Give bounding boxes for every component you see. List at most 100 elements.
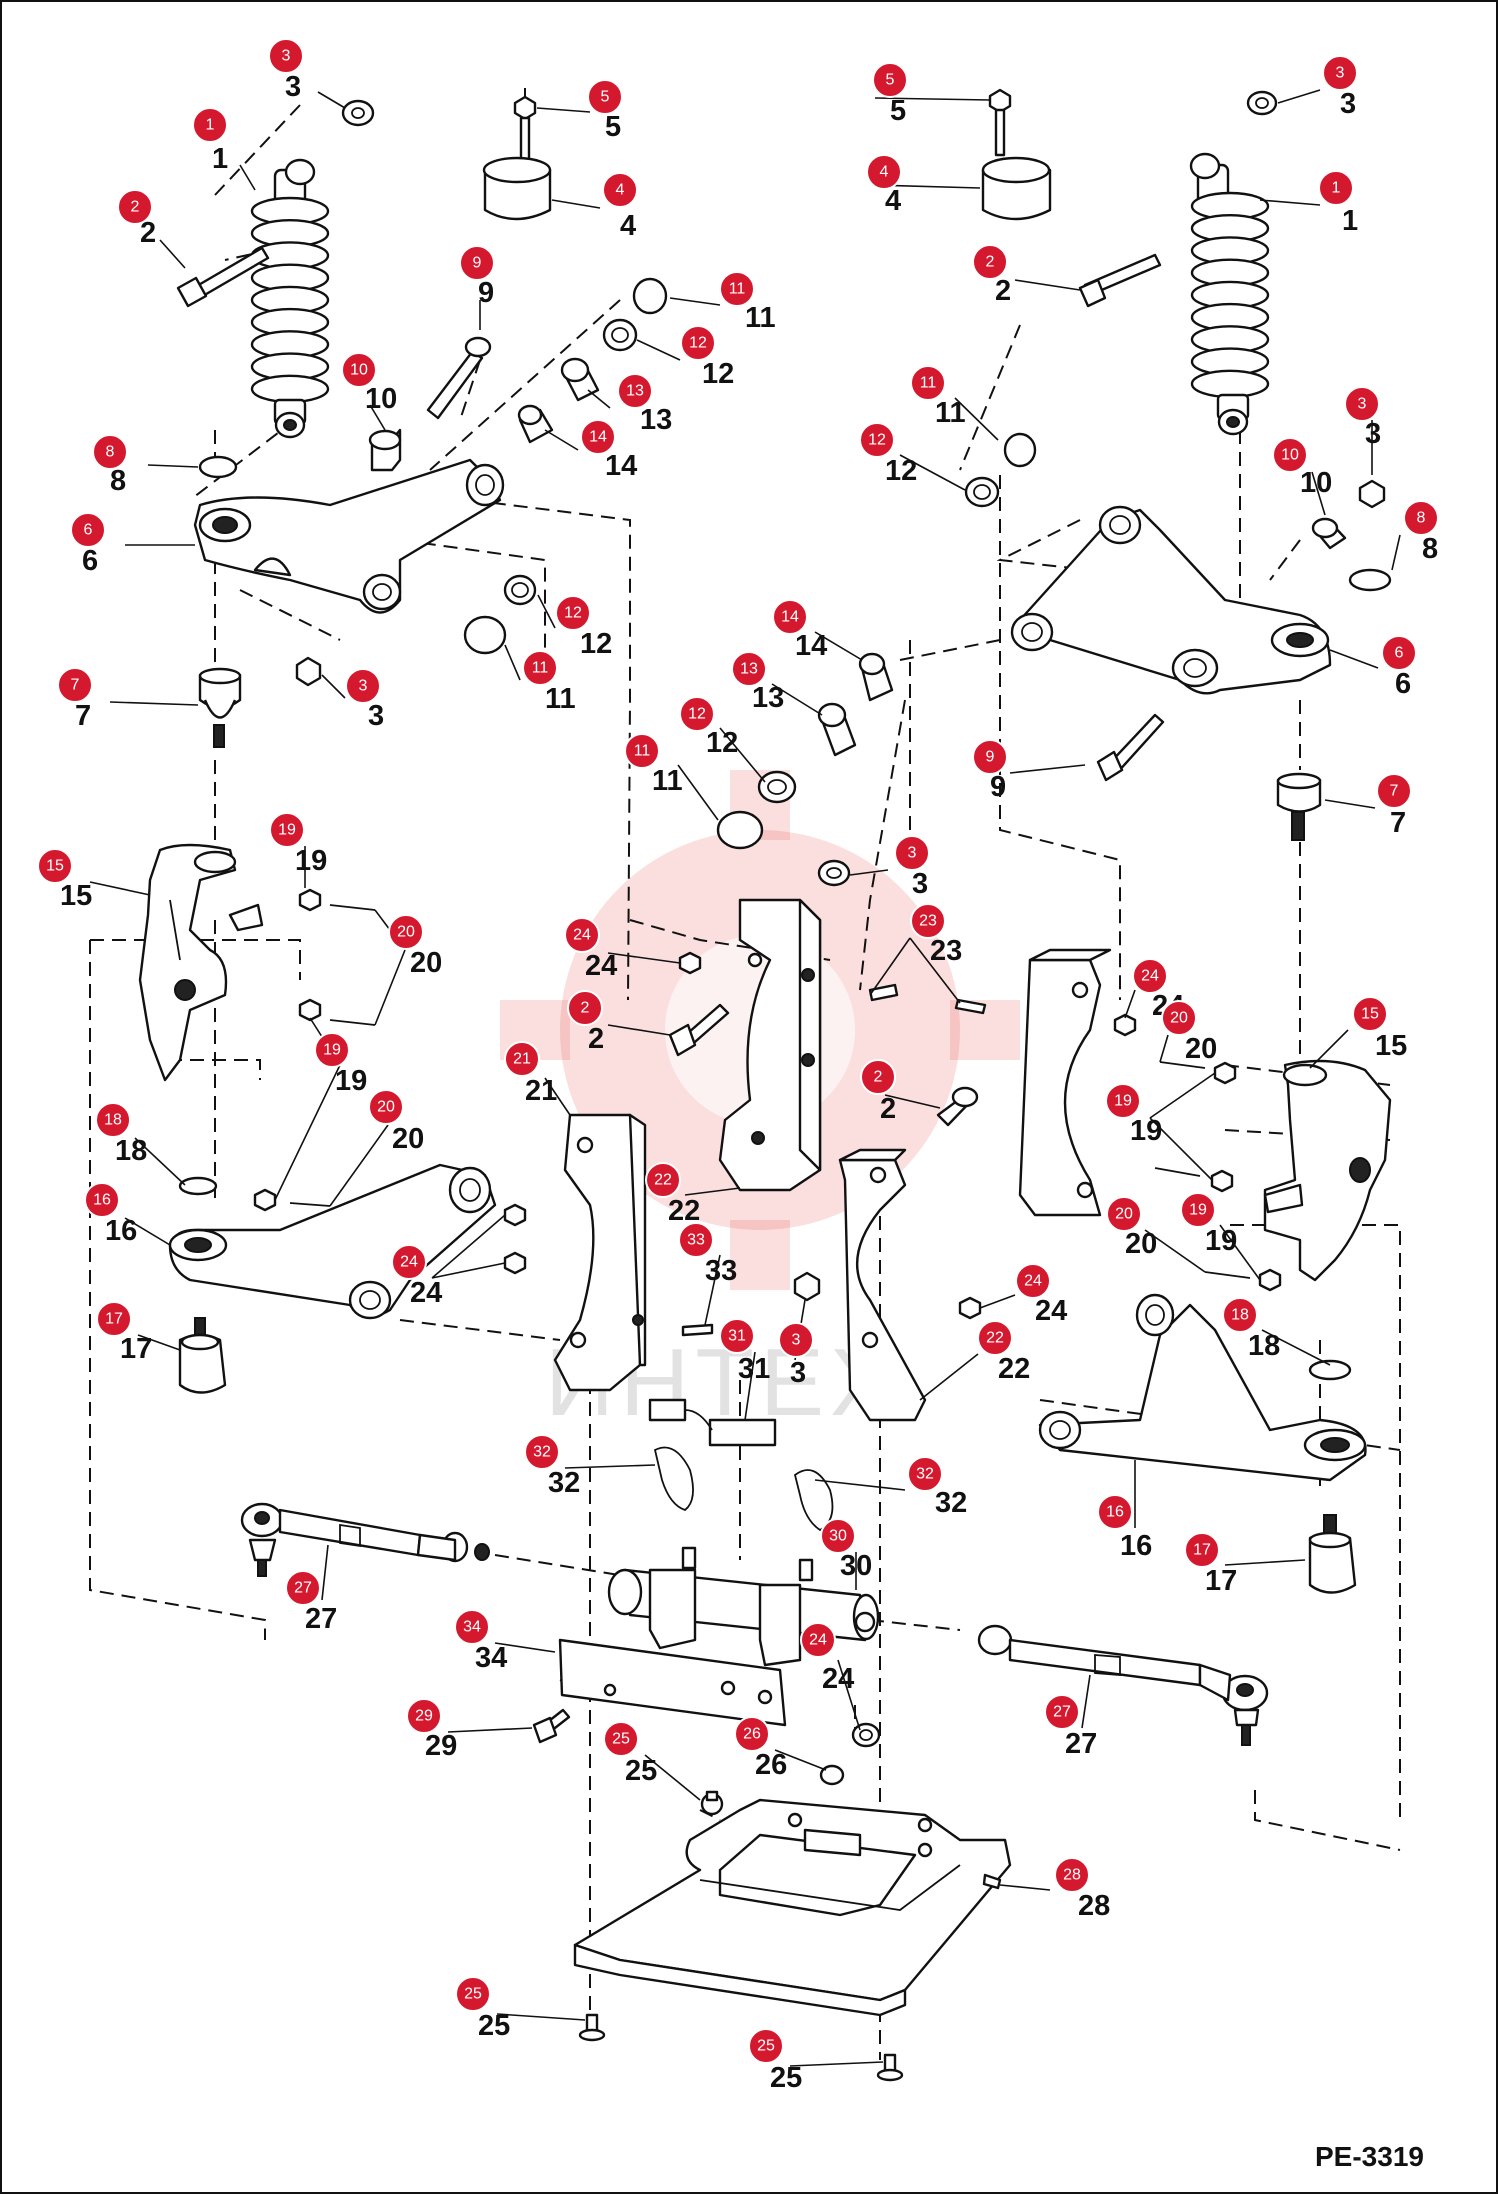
part-22-bracket-lower-right bbox=[838, 1148, 927, 1422]
callout-3: 33 bbox=[1322, 55, 1358, 120]
callout-number: 15 bbox=[60, 880, 92, 912]
part-17-ball-joint-right bbox=[1308, 1514, 1357, 1594]
part-29-bolt bbox=[532, 1708, 571, 1744]
part-30-steering-rack bbox=[607, 1546, 880, 1667]
part-16-lower-arm-right bbox=[1038, 1293, 1367, 1482]
part-6-upper-arm-right bbox=[1010, 505, 1332, 695]
callout-number: 25 bbox=[478, 2010, 510, 2042]
callout-badge bbox=[678, 1222, 714, 1258]
callout-number: 28 bbox=[1078, 1890, 1110, 1922]
callout-badge bbox=[70, 512, 106, 548]
callout-badge bbox=[37, 848, 73, 884]
callout-number: 2 bbox=[140, 217, 156, 249]
callout-badge-number: 11 bbox=[920, 375, 937, 392]
callout-badge-number: 17 bbox=[1193, 1542, 1211, 1559]
part-3-nut bbox=[793, 1271, 821, 1302]
callout-badge-number: 24 bbox=[809, 1632, 827, 1649]
callout-number: 24 bbox=[410, 1277, 442, 1309]
callout-number: 34 bbox=[475, 1642, 507, 1674]
callout-number: 1 bbox=[212, 143, 228, 175]
callout-number: 9 bbox=[990, 771, 1006, 803]
part-5-nut bbox=[988, 88, 1012, 157]
callout-badge bbox=[580, 419, 616, 455]
part-27-tie-rod-right bbox=[977, 1624, 1269, 1746]
callout-1: 11 bbox=[192, 107, 228, 175]
callout-number: 19 bbox=[335, 1065, 367, 1097]
callout-badge bbox=[504, 1041, 540, 1077]
callout-badge bbox=[95, 1102, 131, 1138]
part-10-sleeve bbox=[368, 428, 402, 472]
callout-number: 30 bbox=[840, 1550, 872, 1582]
document-id: PE-3319 bbox=[1315, 2141, 1424, 2172]
part-19-nut bbox=[1210, 1061, 1282, 1292]
callout-number: 3 bbox=[285, 71, 301, 103]
callout-badge-number: 33 bbox=[687, 1232, 705, 1249]
callout-badge-number: 12 bbox=[564, 605, 582, 622]
callout-badge bbox=[84, 1182, 120, 1218]
part-8-ring bbox=[198, 455, 238, 479]
part-3-nut bbox=[1246, 90, 1278, 116]
callout-badge bbox=[910, 903, 946, 939]
callout-number: 8 bbox=[110, 465, 126, 497]
part-11-ring bbox=[1003, 432, 1037, 468]
callout-badge-number: 17 bbox=[105, 1311, 123, 1328]
callout-badge bbox=[748, 2028, 784, 2064]
part-15-knuckle-left bbox=[138, 843, 237, 1082]
part-21-bracket-lower bbox=[553, 1113, 647, 1392]
callout-number: 24 bbox=[1035, 1295, 1067, 1327]
callout-2: 22 bbox=[117, 189, 156, 249]
callout-badge-number: 5 bbox=[886, 72, 895, 89]
callout-8: 88 bbox=[1403, 500, 1439, 565]
callout-number: 12 bbox=[702, 358, 734, 390]
callout-badge-number: 13 bbox=[740, 661, 758, 678]
callout-number: 3 bbox=[1365, 418, 1381, 450]
callout-badge-number: 6 bbox=[84, 522, 93, 539]
callout-badge-number: 28 bbox=[1063, 1867, 1081, 1884]
callout-number: 22 bbox=[998, 1353, 1030, 1385]
callout-4: 44 bbox=[866, 154, 902, 217]
knuckle-bracket bbox=[228, 903, 264, 932]
part-1-coilover-right bbox=[1189, 152, 1270, 436]
part-11-ring bbox=[716, 810, 764, 850]
callout-badge-number: 1 bbox=[206, 117, 215, 134]
callout-number: 10 bbox=[365, 383, 397, 415]
callout-number: 7 bbox=[1390, 807, 1406, 839]
callout-number: 27 bbox=[1065, 1728, 1097, 1760]
callout-badge bbox=[977, 1320, 1013, 1356]
part-11-ring bbox=[632, 277, 668, 315]
callout-number: 2 bbox=[995, 275, 1011, 307]
part-25-plug bbox=[700, 1790, 724, 1816]
callout-badge-number: 5 bbox=[601, 89, 610, 106]
callout-number: 10 bbox=[1300, 467, 1332, 499]
callout-badge-number: 11 bbox=[532, 660, 549, 677]
callout-badge-number: 8 bbox=[106, 444, 115, 461]
callout-badge-number: 27 bbox=[1053, 1704, 1071, 1721]
callout-badge bbox=[57, 667, 93, 703]
callout-7: 77 bbox=[57, 667, 93, 732]
part-2-bolt bbox=[1078, 253, 1162, 308]
callout-number: 24 bbox=[585, 950, 617, 982]
callout-badge bbox=[731, 651, 767, 687]
callout-badge bbox=[345, 668, 381, 704]
callout-badge bbox=[866, 154, 902, 190]
part-16-lower-arm-left bbox=[168, 1163, 497, 1320]
callout-badge bbox=[1403, 500, 1439, 536]
callout-badge bbox=[1322, 55, 1358, 91]
callout-badge-number: 3 bbox=[792, 1332, 801, 1349]
part-3-nut bbox=[817, 859, 851, 887]
callout-number: 17 bbox=[1205, 1565, 1237, 1597]
